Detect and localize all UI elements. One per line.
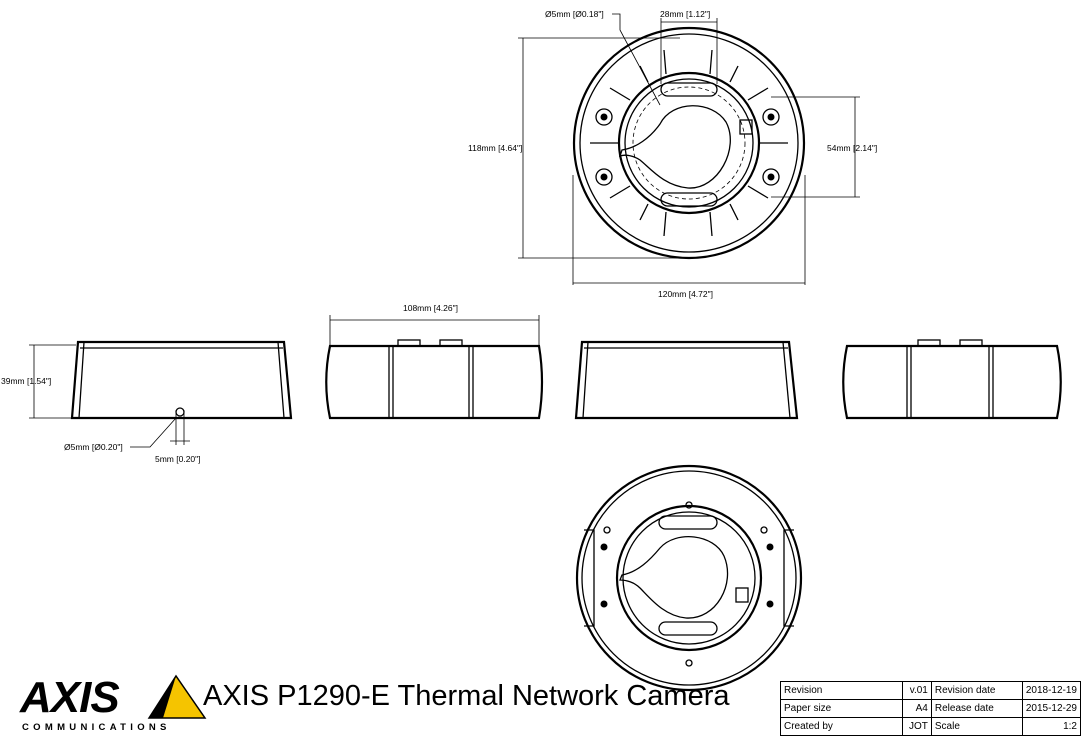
product-title: AXIS P1290-E Thermal Network Camera [203, 680, 730, 712]
paper-size-label: Paper size [779, 699, 904, 718]
title-block-row: Created by JOT Scale 1:2 [779, 717, 1081, 736]
bottom-view [575, 464, 803, 692]
created-by-value: JOT [902, 717, 932, 736]
dim-slot-width: 28mm [1.12"] [660, 9, 710, 19]
release-date-value: 2015-12-29 [1021, 699, 1081, 718]
revision-date-value: 2018-12-19 [1021, 681, 1081, 700]
revision-label: Revision [779, 681, 904, 700]
dim-diameter-120: 120mm [4.72"] [658, 289, 713, 299]
side-view-3 [574, 340, 799, 420]
release-date-label: Release date [930, 699, 1023, 718]
logo-tagline: COMMUNICATIONS [22, 722, 171, 733]
title-block-row: Paper size A4 Release date 2015-12-29 [779, 699, 1081, 718]
scale-label: Scale [930, 717, 1023, 736]
logo-wordmark: AXIS [20, 673, 120, 722]
dim-width-108: 108mm [4.26"] [403, 303, 458, 313]
dim-hole-diameter-side: Ø5mm [Ø0.20"] [64, 442, 123, 452]
scale-value: 1:2 [1021, 717, 1081, 736]
revision-date-label: Revision date [930, 681, 1023, 700]
axis-logo: AXIS COMMUNICATIONS [20, 672, 207, 736]
dim-height-118: 118mm [4.64"] [468, 143, 522, 153]
side-view-4 [842, 339, 1062, 420]
dim-hole-offset: 5mm [0.20"] [155, 454, 201, 464]
side-view-1: 39mm [1.54"] Ø5mm [Ø0.20"] 5mm [0.20"] [1, 340, 293, 464]
dim-hole-spacing-54: 54mm [2.14"] [827, 143, 877, 153]
title-block: Revision v.01 Revision date 2018-12-19 P… [779, 681, 1081, 736]
side-view-2: 108mm [4.26"] [325, 303, 544, 420]
logo-triangle-icon [147, 674, 207, 719]
revision-value: v.01 [902, 681, 932, 700]
dim-hole-diameter-top: Ø5mm [Ø0.18"] [545, 9, 604, 19]
dim-height-39: 39mm [1.54"] [1, 376, 51, 386]
created-by-label: Created by [779, 717, 904, 736]
title-block-row: Revision v.01 Revision date 2018-12-19 [779, 681, 1081, 700]
paper-size-value: A4 [902, 699, 932, 718]
top-view: Ø5mm [Ø0.18"] 28mm [1.12"] 118mm [4.64"]… [468, 9, 877, 299]
